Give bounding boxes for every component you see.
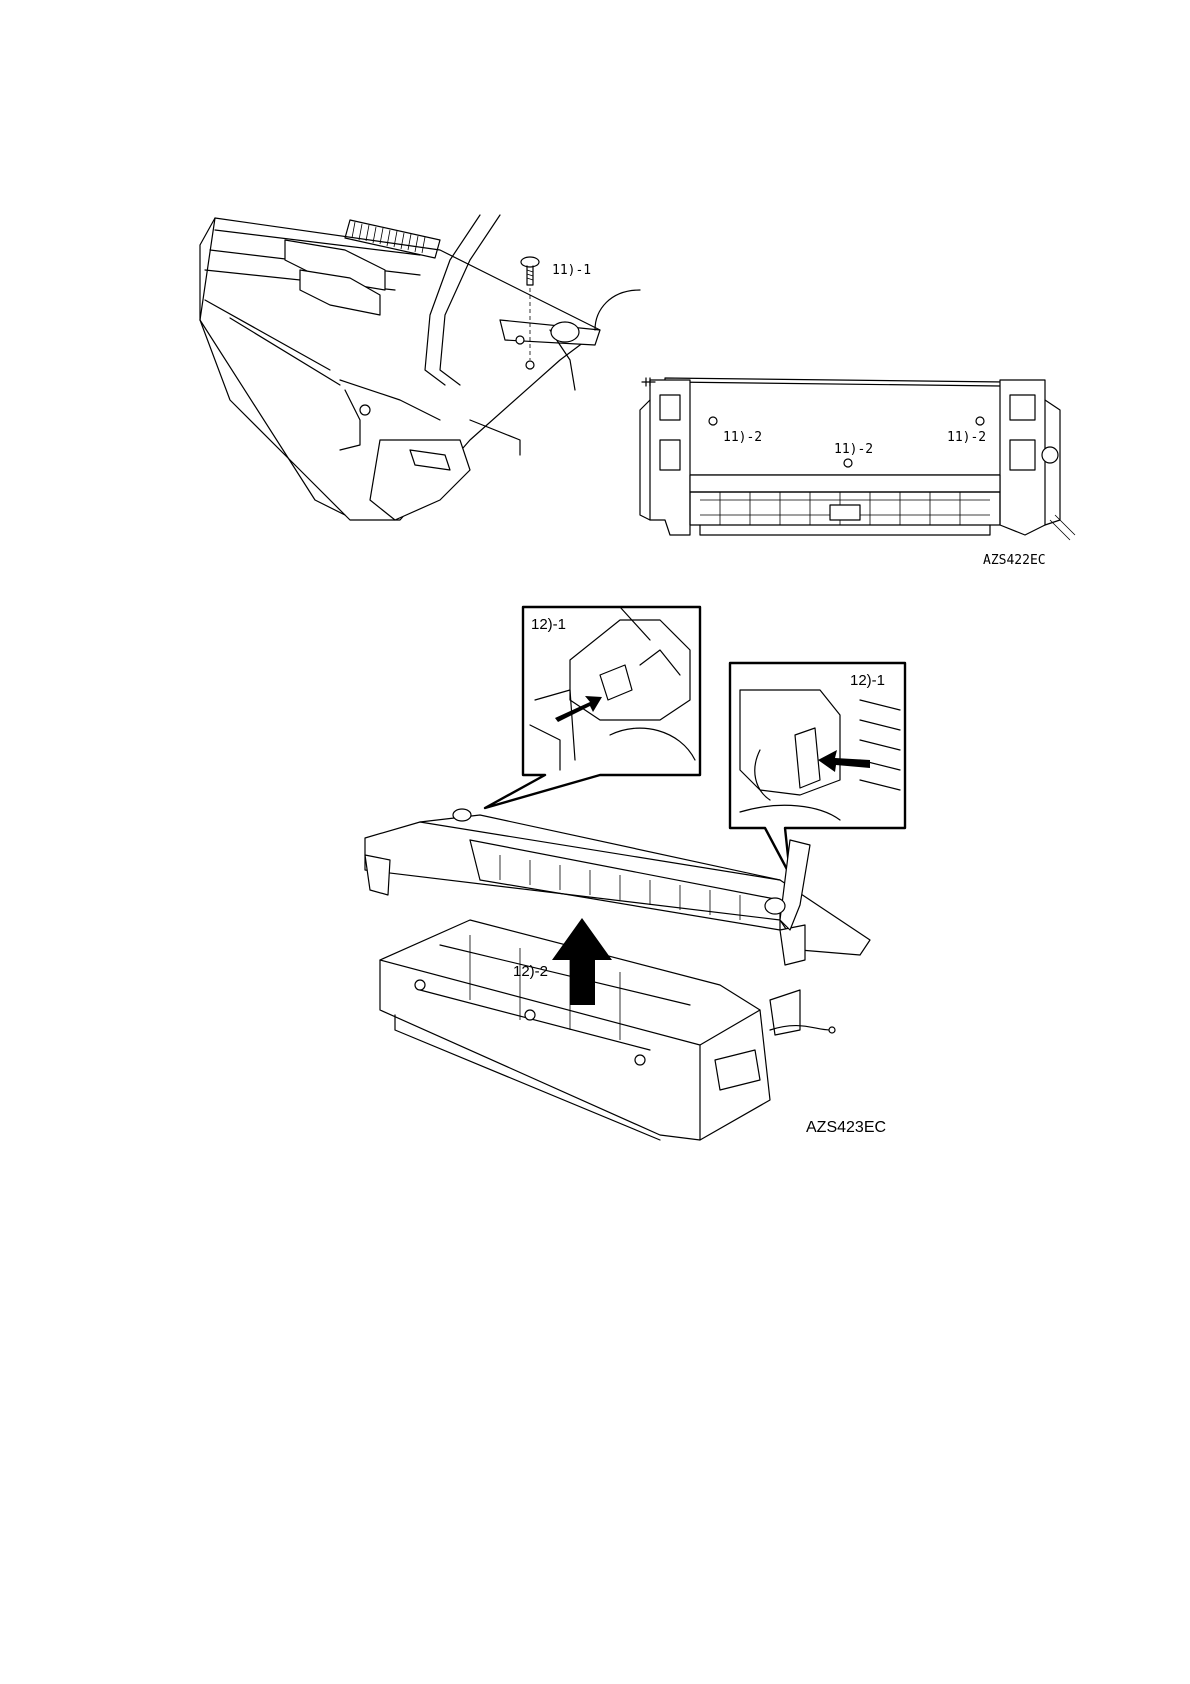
callout-12-1-left: 12)-1 (531, 616, 566, 633)
lower-frame-assembly (380, 920, 835, 1140)
screw-11-1-icon (521, 257, 539, 360)
callout-11-2-middle: 11)-2 (834, 442, 873, 457)
figure-id-azs422ec: AZS422EC (983, 553, 1046, 568)
screw-11-2-left-icon (709, 417, 717, 425)
inset-right (730, 663, 905, 875)
callout-11-1: 11)-1 (552, 263, 591, 278)
screw-11-2-middle-icon (844, 459, 852, 467)
callout-11-2-right: 11)-2 (947, 430, 986, 445)
figure-id-azs423ec: AZS423EC (806, 1119, 886, 1136)
figure-top-right-drawing (640, 378, 1075, 540)
figure-top-left-drawing (200, 215, 640, 520)
screw-11-2-right-icon (976, 417, 984, 425)
callout-11-2-left: 11)-2 (723, 430, 762, 445)
callout-12-2: 12)-2 (513, 963, 548, 980)
inset-left (485, 607, 700, 808)
callout-12-1-right: 12)-1 (850, 672, 885, 689)
